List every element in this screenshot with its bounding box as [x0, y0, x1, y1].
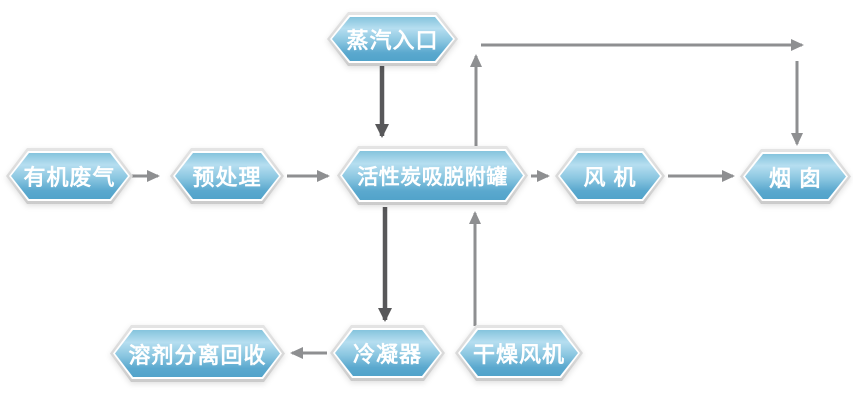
hexagon-fill: [11, 153, 128, 199]
node-steam-inlet: 蒸汽入口: [327, 12, 458, 66]
hexagon-fill: [335, 330, 440, 376]
hexagon-fill: [342, 151, 523, 200]
node-pretreatment: 预处理: [170, 148, 284, 204]
node-solvent-recovery: 溶剂分离回收: [110, 325, 285, 382]
node-label-fan: 风 机: [583, 165, 637, 190]
hexagon-fill: [560, 153, 660, 199]
node-chimney: 烟 囱: [740, 149, 851, 204]
hexagon-fill: [175, 153, 279, 199]
node-label-organic-waste-gas: 有机废气: [23, 165, 116, 190]
node-carbon-adsorption-tank: 活性炭吸脱附罐: [337, 146, 528, 205]
hexagon-fill: [115, 330, 280, 377]
node-label-steam-inlet: 蒸汽入口: [346, 28, 439, 53]
node-label-pretreatment: 预处理: [192, 165, 262, 190]
node-label-condenser: 冷凝器: [352, 342, 422, 367]
hexagon-fill: [332, 17, 453, 61]
node-drying-fan: 干燥风机: [455, 325, 583, 381]
node-label-drying-fan: 干燥风机: [472, 342, 565, 367]
hexagon-fill: [460, 330, 578, 376]
node-label-solvent-recovery: 溶剂分离回收: [128, 342, 267, 368]
node-fan: 风 机: [555, 148, 665, 204]
node-label-chimney: 烟 囱: [768, 165, 823, 191]
node-organic-waste-gas: 有机废气: [6, 148, 133, 204]
node-label-carbon-tank: 活性炭吸脱附罐: [357, 165, 508, 189]
hexagon-fill: [745, 154, 846, 199]
node-condenser: 冷凝器: [330, 325, 445, 381]
